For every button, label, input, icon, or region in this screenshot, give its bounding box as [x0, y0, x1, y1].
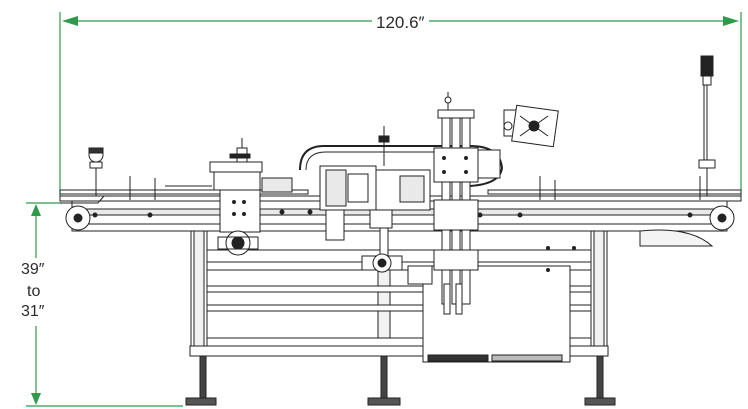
left-applicator [209, 138, 293, 256]
stack-light-icon [698, 55, 716, 196]
height-dimension [26, 202, 183, 407]
rotated-printer-module [503, 104, 559, 148]
arrow-up-icon [31, 204, 41, 216]
left-sensor-post [88, 147, 104, 196]
arrow-down-icon [31, 393, 41, 405]
height-range-word: to [27, 283, 41, 300]
overall-length-label: 120.6″ [372, 14, 429, 31]
arrow-right-icon [723, 16, 739, 26]
height-max-label: 39″ [21, 261, 45, 278]
center-labeling-head [299, 126, 504, 273]
arrow-left-icon [62, 16, 78, 26]
height-min-label: 31″ [21, 303, 45, 320]
right-column-applicator [407, 92, 501, 315]
width-dimension [59, 12, 742, 196]
